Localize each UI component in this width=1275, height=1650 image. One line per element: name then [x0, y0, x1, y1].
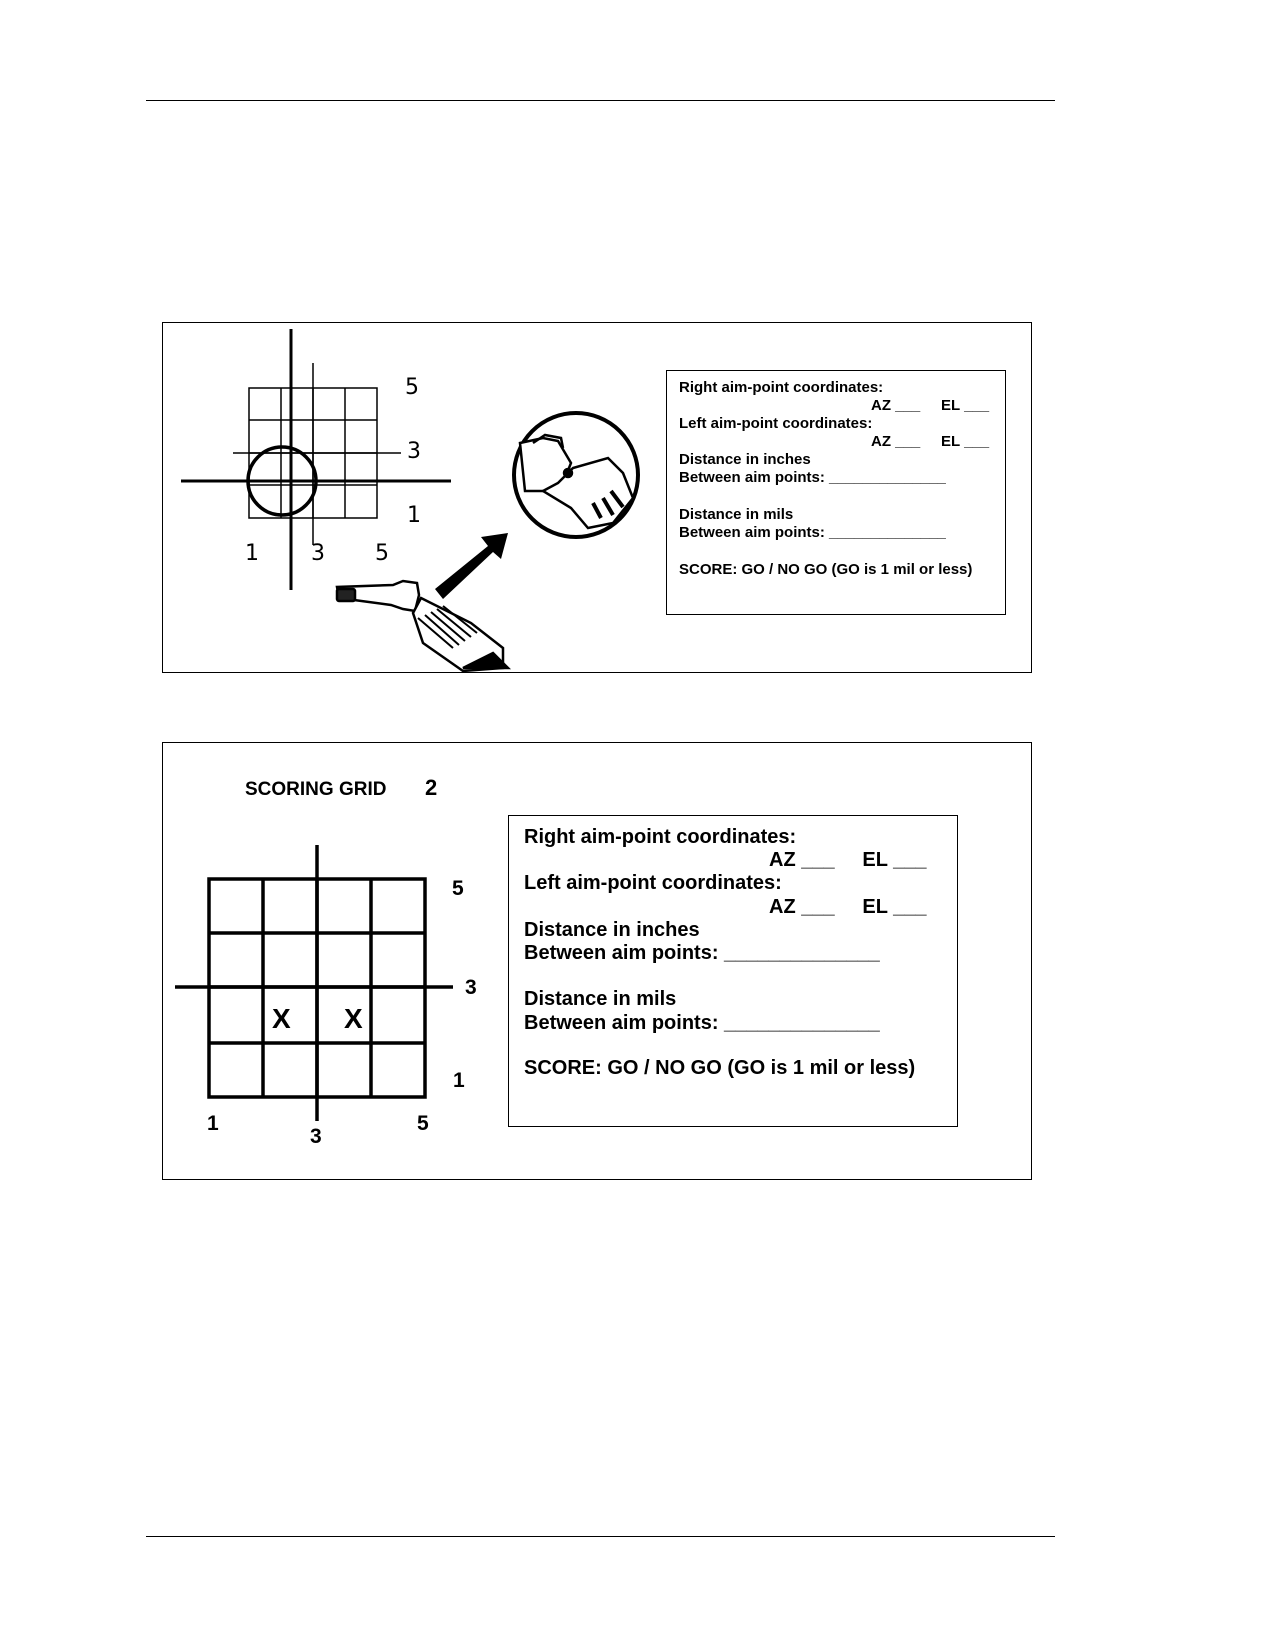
right-coords-label: Right aim-point coordinates:: [679, 379, 884, 396]
right-az-el-2: AZ ___ EL ___: [769, 849, 927, 871]
grid-label-bottom-right: 1: [407, 503, 421, 528]
grid2-label-bottom-left: 1: [207, 1112, 219, 1135]
scoring-grid-number: 2: [425, 775, 438, 800]
scoring-grid-drawing: [175, 845, 453, 1121]
grid2-label-top-right: 5: [452, 877, 464, 900]
distance-mils-label-2: Distance in mils: [524, 988, 677, 1010]
grid-label-bottom-mid: 3: [311, 541, 325, 566]
distance-inches-label: Distance in inches: [679, 451, 811, 468]
grid-label-bottom-left: 1: [245, 541, 259, 566]
grid2-label-bottom-right-x: 5: [417, 1112, 429, 1135]
left-coords-label: Left aim-point coordinates:: [679, 415, 873, 432]
sighting-figure-panel: 5 3 1 1 3 5 Right aim-point coordinates:…: [162, 322, 1032, 673]
aim-point-form-2: Right aim-point coordinates: AZ ___ EL _…: [508, 815, 958, 1127]
score-line-2: SCORE: GO / NO GO (GO is 1 mil or less): [524, 1057, 916, 1079]
aim-point-form-1: Right aim-point coordinates: AZ ___ EL _…: [666, 370, 1006, 615]
between-aim-points-mils-2: Between aim points: ______________: [524, 1012, 880, 1034]
grid2-label-bottom-right: 1: [453, 1069, 465, 1092]
right-coords-label-2: Right aim-point coordinates:: [524, 826, 797, 848]
distance-inches-label-2: Distance in inches: [524, 919, 700, 941]
grid-label-mid-right: 3: [407, 439, 421, 464]
scoring-grid-title: SCORING GRID: [245, 779, 387, 800]
bottom-rule: [146, 1536, 1055, 1537]
between-aim-points-mils: Between aim points: ______________: [679, 524, 946, 541]
between-aim-points-inches-2: Between aim points: ______________: [524, 942, 880, 964]
aiming-device-illustration: [335, 411, 640, 673]
between-aim-points-inches: Between aim points: ______________: [679, 469, 946, 486]
right-az-el: AZ ___ EL ___: [871, 397, 990, 414]
x-mark-right: X: [344, 1003, 363, 1034]
left-coords-label-2: Left aim-point coordinates:: [524, 872, 782, 894]
grid2-label-mid-right: 3: [465, 976, 477, 999]
left-az-el: AZ ___ EL ___: [871, 433, 990, 450]
sighting-grid-drawing: [181, 329, 451, 590]
left-az-el-2: AZ ___ EL ___: [769, 896, 927, 918]
distance-mils-label: Distance in mils: [679, 506, 794, 523]
top-rule: [146, 100, 1055, 101]
grid-label-top-right: 5: [405, 375, 419, 400]
grid2-label-bottom-mid: 3: [310, 1125, 322, 1148]
grid-label-bottom-right-x: 5: [375, 541, 389, 566]
scoring-grid-panel: SCORING GRID 2 X X 5 3 1 1 3 5 Right aim…: [162, 742, 1032, 1180]
score-line: SCORE: GO / NO GO (GO is 1 mil or less): [679, 561, 973, 578]
x-mark-left: X: [272, 1003, 291, 1034]
